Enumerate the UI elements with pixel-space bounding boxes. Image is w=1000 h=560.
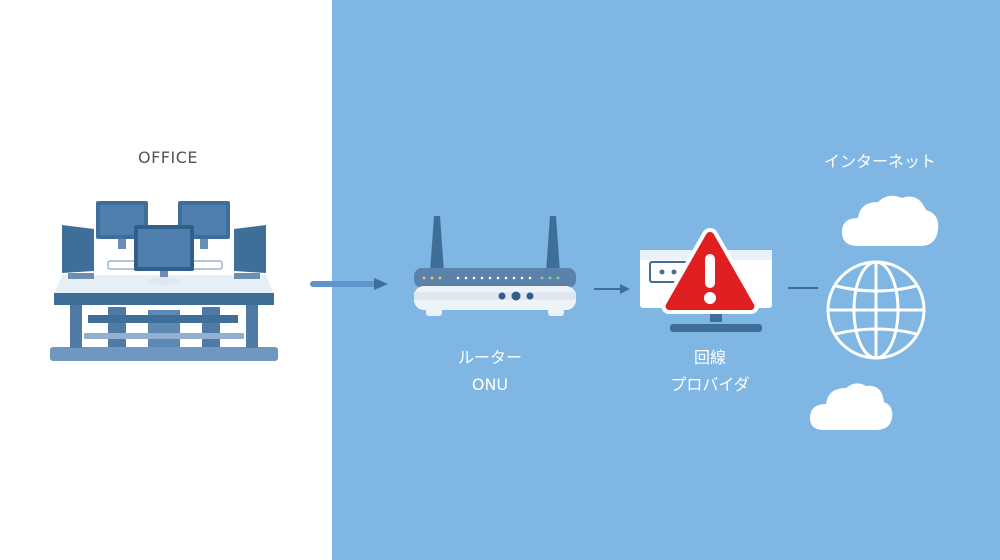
provider-label-line2: プロバイダ (670, 375, 750, 394)
dash-provider-to-internet-icon (788, 287, 818, 289)
router-label-line1: ルーター (457, 348, 522, 367)
router-icon (414, 216, 576, 316)
warning-triangle-icon (661, 227, 759, 314)
cloud-icon-lower (810, 383, 893, 430)
arrow-router-to-provider-icon (594, 284, 630, 294)
office-label: OFFICE (138, 148, 198, 167)
office-desks-computers-icon (50, 201, 278, 361)
internet-label: インターネット (823, 152, 936, 171)
arrow-office-to-router-icon (310, 278, 388, 290)
cloud-icon (842, 195, 939, 246)
provider-label-line1: 回線 (693, 348, 726, 367)
router-label-line2: ONU (471, 375, 509, 394)
provider-label: 回線 プロバイダ (610, 344, 810, 398)
globe-icon (826, 260, 926, 360)
router-label: ルーター ONU (400, 344, 580, 398)
